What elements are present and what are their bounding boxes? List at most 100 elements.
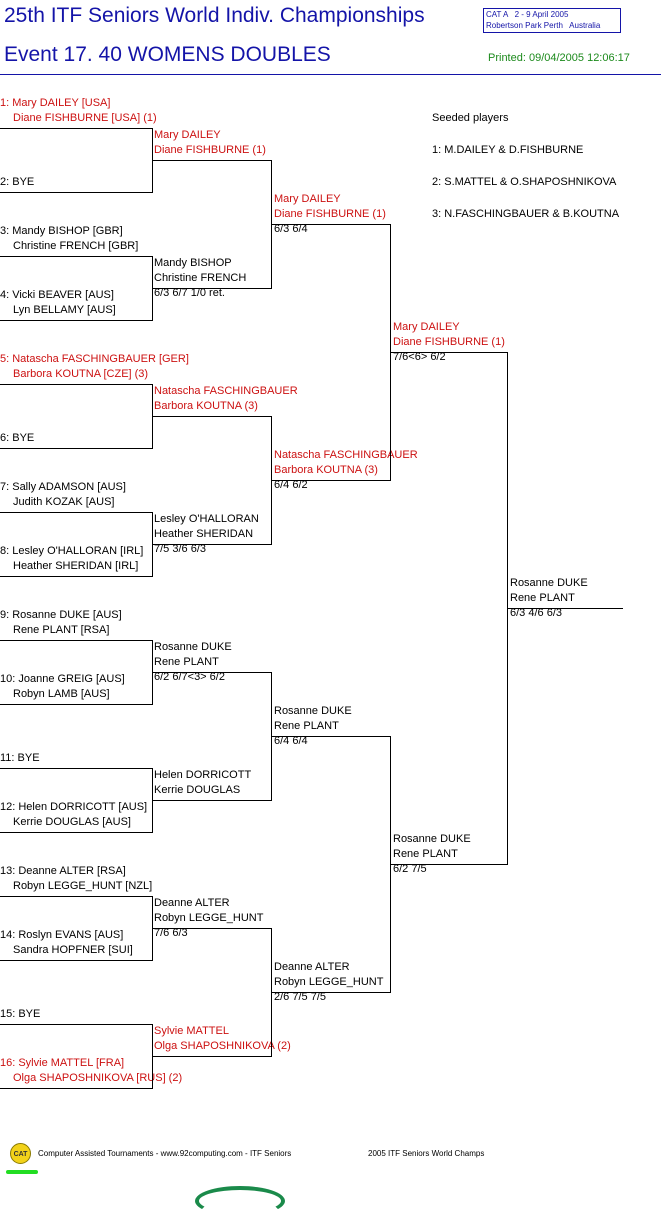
draw-line xyxy=(0,384,152,385)
draw-line xyxy=(152,928,271,929)
draw-line xyxy=(508,608,623,609)
draw-line xyxy=(0,1024,152,1025)
match-score: 6/2 7/5 xyxy=(393,863,427,875)
header-divider xyxy=(0,74,661,75)
draw-connector xyxy=(390,736,391,993)
final-score: 6/3 4/6 6/3 xyxy=(510,607,562,619)
match-score: 6/3 6/4 xyxy=(274,223,308,235)
draw-line xyxy=(0,256,152,257)
draw-entry-player1: 13: Deanne ALTER [RSA] xyxy=(0,865,126,877)
match-score: 6/4 6/2 xyxy=(274,479,308,491)
draw-line xyxy=(0,320,152,321)
match-winner-player2: Diane FISHBURNE (1) xyxy=(274,208,386,220)
draw-entry-player2: Rene PLANT [RSA] xyxy=(13,624,110,636)
footer-event: 2005 ITF Seniors World Champs xyxy=(368,1149,485,1158)
match-winner-player1: Deanne ALTER xyxy=(274,961,350,973)
match-winner-player1: Helen DORRICOTT xyxy=(154,769,252,781)
seed-entry: 2: S.MATTEL & O.SHAPOSHNIKOVA xyxy=(432,176,617,188)
draw-line xyxy=(0,128,152,129)
draw-line xyxy=(0,768,152,769)
seed-entry: 1: M.DAILEY & D.FISHBURNE xyxy=(432,144,584,156)
draw-line xyxy=(152,544,271,545)
draw-line xyxy=(0,896,152,897)
draw-entry-player2: Kerrie DOUGLAS [AUS] xyxy=(13,816,131,828)
match-winner-player2: Robyn LEGGE_HUNT xyxy=(274,976,384,988)
category-box: CAT A 2 - 9 April 2005 Robertson Park Pe… xyxy=(483,8,621,33)
draw-entry-player2: Judith KOZAK [AUS] xyxy=(13,496,115,508)
draw-line xyxy=(0,192,152,193)
draw-entry-player2: Sandra HOPFNER [SUI] xyxy=(13,944,133,956)
draw-entry-player1: 5: Natascha FASCHINGBAUER [GER] xyxy=(0,353,189,365)
draw-connector xyxy=(271,160,272,289)
draw-entry-player1: 12: Helen DORRICOTT [AUS] xyxy=(0,801,148,813)
itf-logo-icon xyxy=(195,1186,285,1216)
match-winner-player1: Mandy BISHOP xyxy=(154,257,232,269)
draw-entry-player2: Heather SHERIDAN [IRL] xyxy=(13,560,139,572)
draw-line xyxy=(0,576,152,577)
draw-entry-player1: 8: Lesley O'HALLORAN [IRL] xyxy=(0,545,144,557)
draw-entry-player1: 1: Mary DAILEY [USA] xyxy=(0,97,111,109)
draw-entry-player1: 11: BYE xyxy=(0,752,40,764)
draw-entry-player1: 14: Roslyn EVANS [AUS] xyxy=(0,929,124,941)
draw-entry-player2: Diane FISHBURNE [USA] (1) xyxy=(13,112,157,124)
champion-player1: Rosanne DUKE xyxy=(510,577,588,589)
match-winner-player1: Natascha FASCHINGBAUER xyxy=(154,385,298,397)
match-winner-player2: Olga SHAPOSHNIKOVA (2) xyxy=(154,1040,291,1052)
draw-connector xyxy=(271,672,272,801)
match-winner-player2: Rene PLANT xyxy=(393,848,458,860)
match-score: 6/4 6/4 xyxy=(274,735,308,747)
match-winner-player2: Heather SHERIDAN xyxy=(154,528,254,540)
champion-player2: Rene PLANT xyxy=(510,592,575,604)
match-winner-player1: Mary DAILEY xyxy=(274,193,341,205)
seed-entry: 3: N.FASCHINGBAUER & B.KOUTNA xyxy=(432,208,620,220)
event-title: Event 17. 40 WOMENS DOUBLES xyxy=(4,43,331,66)
category-line: CAT A 2 - 9 April 2005 xyxy=(486,10,569,19)
cat-logo-icon: CAT xyxy=(10,1143,31,1164)
match-winner-player2: Barbora KOUTNA (3) xyxy=(274,464,378,476)
draw-line xyxy=(0,1088,152,1089)
draw-line xyxy=(272,992,390,993)
draw-line xyxy=(0,640,152,641)
venue-line: Robertson Park Perth Australia xyxy=(486,21,601,30)
draw-connector xyxy=(271,928,272,1057)
draw-entry-player1: 7: Sally ADAMSON [AUS] xyxy=(0,481,126,493)
draw-entry-player1: 2: BYE xyxy=(0,176,35,188)
match-winner-player1: Rosanne DUKE xyxy=(393,833,471,845)
match-score: 2/6 7/5 7/5 xyxy=(274,991,326,1003)
draw-entry-player1: 9: Rosanne DUKE [AUS] xyxy=(0,609,122,621)
draw-line xyxy=(272,480,390,481)
draw-line xyxy=(272,736,390,737)
draw-entry-player1: 6: BYE xyxy=(0,432,35,444)
match-winner-player2: Robyn LEGGE_HUNT xyxy=(154,912,264,924)
match-winner-player2: Rene PLANT xyxy=(154,656,219,668)
draw-line xyxy=(0,704,152,705)
draw-line xyxy=(0,512,152,513)
match-winner-player2: Diane FISHBURNE (1) xyxy=(154,144,266,156)
draw-entry-player1: 10: Joanne GREIG [AUS] xyxy=(0,673,125,685)
draw-line xyxy=(152,288,271,289)
draw-line xyxy=(391,864,507,865)
draw-entry-player2: Christine FRENCH [GBR] xyxy=(13,240,139,252)
draw-entry-player1: 15: BYE xyxy=(0,1008,41,1020)
match-winner-player1: Lesley O'HALLORAN xyxy=(154,513,259,525)
draw-entry-player2: Robyn LAMB [AUS] xyxy=(13,688,110,700)
match-winner-player2: Barbora KOUTNA (3) xyxy=(154,400,258,412)
match-score: 6/3 6/7 1/0 ret. xyxy=(154,287,225,299)
match-winner-player1: Mary DAILEY xyxy=(154,129,221,141)
draw-line xyxy=(152,800,271,801)
match-winner-player2: Christine FRENCH xyxy=(154,272,247,284)
draw-entry-player2: Lyn BELLAMY [AUS] xyxy=(13,304,116,316)
draw-connector xyxy=(271,416,272,545)
match-score: 7/5 3/6 6/3 xyxy=(154,543,206,555)
draw-line xyxy=(272,224,390,225)
draw-entry-player1: 4: Vicki BEAVER [AUS] xyxy=(0,289,114,301)
match-winner-player1: Deanne ALTER xyxy=(154,897,230,909)
match-winner-player2: Rene PLANT xyxy=(274,720,339,732)
match-winner-player1: Rosanne DUKE xyxy=(154,641,232,653)
match-winner-player1: Mary DAILEY xyxy=(393,321,460,333)
draw-line xyxy=(152,672,271,673)
printed-timestamp: Printed: 09/04/2005 12:06:17 xyxy=(488,52,630,64)
draw-connector xyxy=(390,224,391,481)
draw-entry-player2: Robyn LEGGE_HUNT [NZL] xyxy=(13,880,153,892)
match-score: 7/6<6> 6/2 xyxy=(393,351,446,363)
